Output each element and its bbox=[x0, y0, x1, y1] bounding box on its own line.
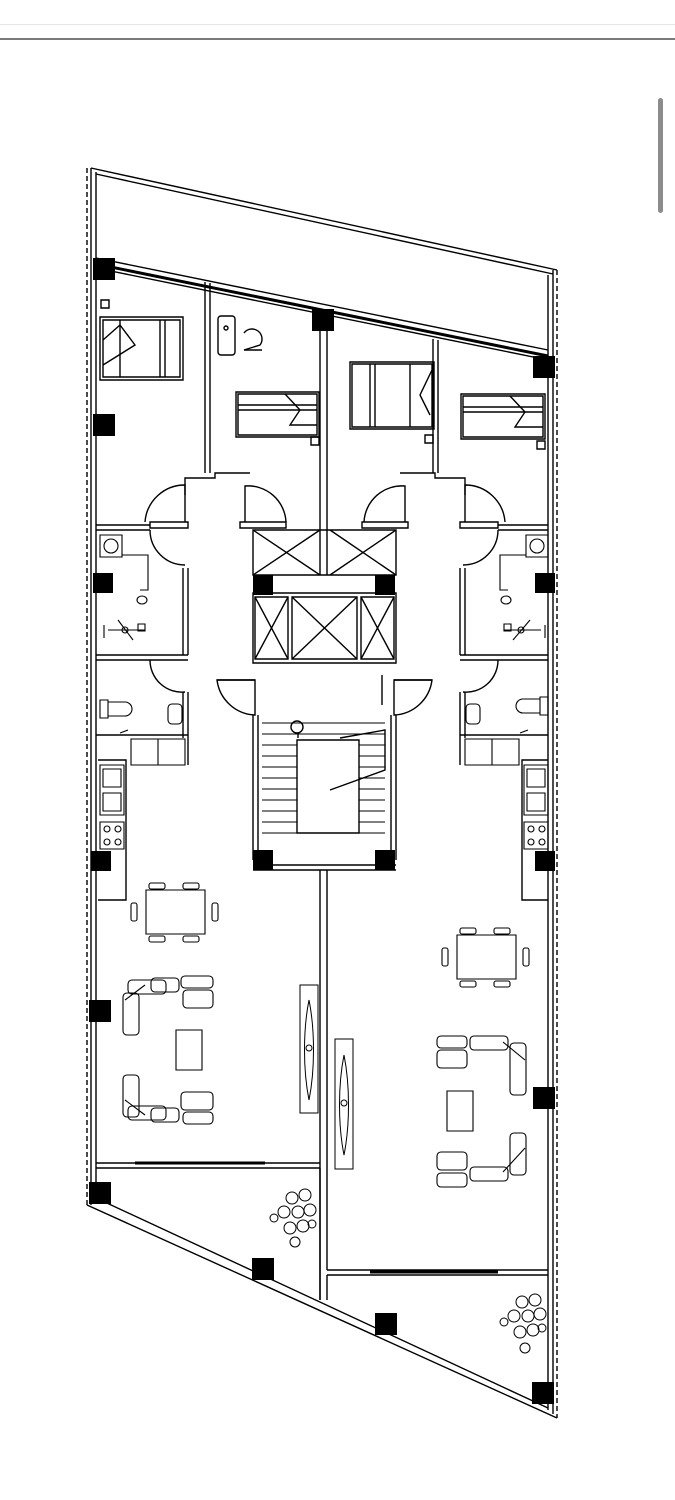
column bbox=[375, 575, 395, 595]
stair-well bbox=[297, 740, 359, 833]
column bbox=[253, 575, 273, 595]
column bbox=[532, 1382, 554, 1404]
bathroom-fixtures bbox=[100, 535, 548, 733]
shower bbox=[104, 620, 145, 640]
nightstand bbox=[425, 435, 433, 443]
elevator-car bbox=[292, 597, 357, 659]
stair-direction-arrow bbox=[330, 730, 385, 790]
column bbox=[312, 309, 334, 331]
plant-left bbox=[270, 1189, 316, 1247]
bed bbox=[236, 392, 319, 437]
sink bbox=[524, 765, 548, 815]
toilet bbox=[136, 595, 148, 605]
top-bar-divider bbox=[0, 24, 675, 25]
column bbox=[533, 356, 555, 378]
dining-table-right bbox=[442, 928, 529, 987]
kitchen-right bbox=[465, 739, 548, 849]
bed bbox=[461, 394, 545, 439]
column bbox=[93, 258, 115, 280]
column bbox=[535, 573, 555, 593]
nightstand bbox=[311, 437, 319, 445]
shower bbox=[504, 620, 545, 640]
door-frame bbox=[240, 522, 286, 528]
plant-right bbox=[500, 1294, 546, 1353]
elevator-shaft-left bbox=[255, 597, 288, 659]
elevator-shaft-right bbox=[361, 597, 394, 659]
washbasin bbox=[168, 704, 182, 724]
washer bbox=[100, 535, 122, 557]
bed bbox=[350, 362, 434, 429]
beds bbox=[100, 300, 545, 449]
door-frame bbox=[362, 522, 408, 528]
column bbox=[91, 851, 111, 871]
living-set-left bbox=[123, 976, 213, 1124]
toilet bbox=[516, 697, 548, 715]
stove bbox=[524, 822, 548, 849]
column bbox=[93, 573, 113, 593]
washer bbox=[526, 535, 548, 557]
column bbox=[375, 1313, 397, 1335]
column bbox=[375, 850, 395, 870]
column bbox=[89, 1000, 111, 1022]
dining-table-left bbox=[131, 883, 218, 942]
washbasin bbox=[466, 704, 480, 724]
stair-core bbox=[253, 530, 396, 870]
toilet bbox=[100, 700, 132, 718]
elevator bbox=[253, 593, 396, 663]
stair-start-marker bbox=[291, 721, 303, 733]
interior-walls bbox=[96, 282, 548, 1300]
shaft-top bbox=[253, 530, 396, 575]
sink bbox=[100, 765, 124, 815]
bed bbox=[100, 317, 183, 380]
door-frame bbox=[150, 522, 188, 528]
living-set-right bbox=[437, 1036, 526, 1187]
kitchen-left bbox=[100, 739, 185, 849]
column bbox=[533, 1087, 555, 1109]
door-frame bbox=[460, 522, 498, 528]
structural-columns bbox=[89, 258, 555, 1404]
viewer-top-bar bbox=[0, 0, 675, 40]
toilet bbox=[500, 595, 512, 605]
vertical-scrollbar[interactable] bbox=[658, 98, 663, 213]
nightstand bbox=[101, 300, 109, 308]
nightstand bbox=[537, 441, 545, 449]
doors bbox=[145, 485, 505, 715]
stove bbox=[100, 822, 124, 849]
column bbox=[535, 851, 555, 871]
column bbox=[93, 414, 115, 436]
tv-unit-right bbox=[335, 1039, 353, 1169]
column bbox=[89, 1182, 111, 1204]
desk bbox=[218, 316, 262, 355]
tv-unit-left bbox=[300, 985, 318, 1113]
column bbox=[253, 850, 273, 870]
column bbox=[252, 1258, 274, 1280]
